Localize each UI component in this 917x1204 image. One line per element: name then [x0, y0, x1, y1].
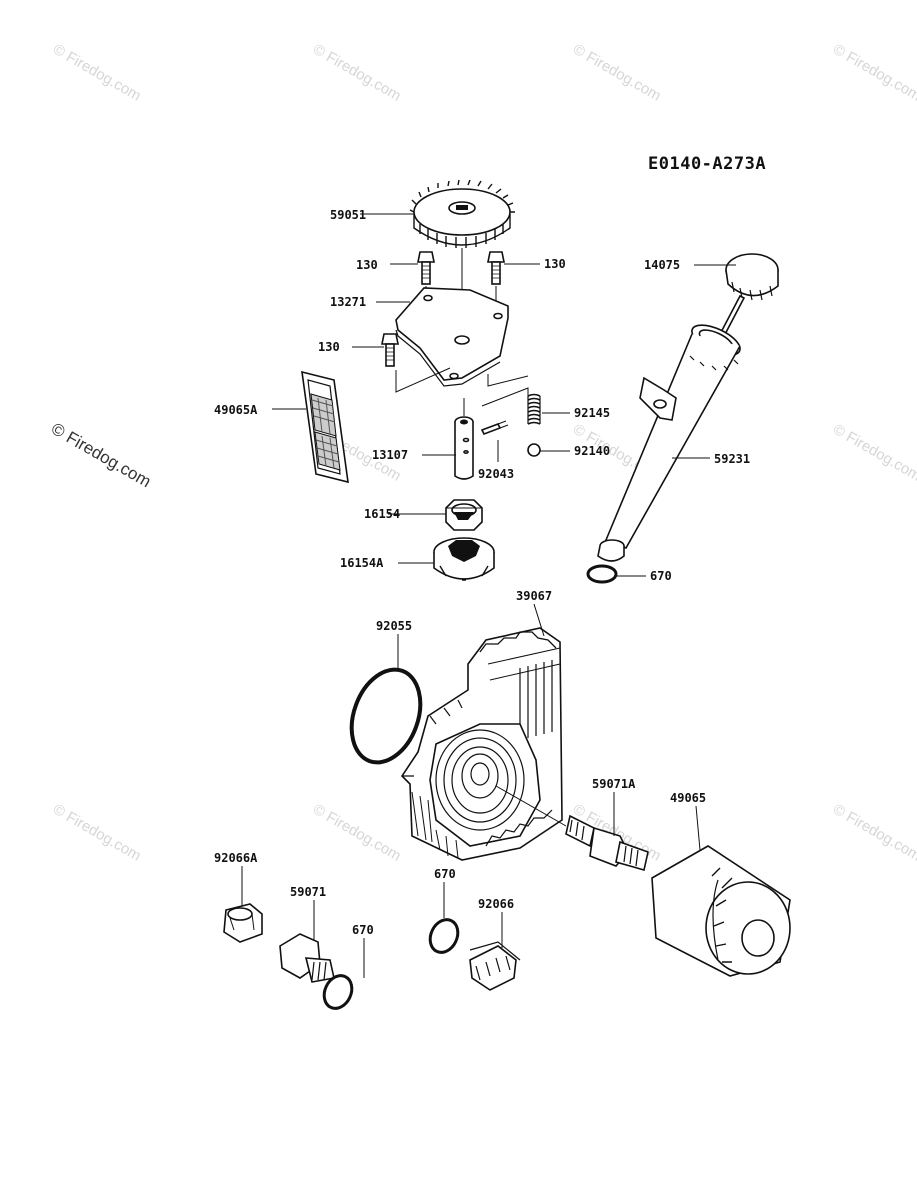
nipple-59071A — [565, 814, 649, 872]
housing-39067 — [400, 627, 567, 861]
label-16154: 16154 — [364, 507, 400, 521]
label-39067: 39067 — [516, 589, 552, 603]
tube-59231 — [597, 324, 741, 562]
watermark-text: © Firedog.com — [50, 801, 144, 865]
part-labels: 59051 130 130 13271 130 49065A 13107 920… — [214, 208, 750, 937]
oil-filter-49065 — [651, 805, 791, 977]
leader-lines — [241, 213, 736, 978]
label-59071A: 59071A — [592, 777, 636, 791]
label-92066: 92066 — [478, 897, 514, 911]
guide-line — [487, 374, 529, 387]
oring-670-mid — [428, 918, 460, 954]
oring-670-top — [586, 564, 618, 584]
watermark-text: © Firedog.com — [50, 41, 144, 105]
label-670-top: 670 — [650, 569, 672, 583]
label-14075: 14075 — [644, 258, 680, 272]
label-92043: 92043 — [478, 467, 514, 481]
oring-670-left — [322, 974, 354, 1010]
plug-59071 — [279, 933, 335, 983]
rotor-16154 — [445, 499, 483, 531]
pin-92043 — [480, 420, 509, 436]
guide-line — [481, 387, 529, 407]
label-92066A: 92066A — [214, 851, 258, 865]
dipstick-14075 — [716, 253, 779, 342]
label-59051: 59051 — [330, 208, 366, 222]
label-130-right: 130 — [544, 257, 566, 271]
label-16154A: 16154A — [340, 556, 384, 570]
label-670-left: 670 — [352, 923, 374, 937]
label-49065A: 49065A — [214, 403, 258, 417]
watermark-text: © Firedog.com — [570, 41, 664, 105]
label-59231: 59231 — [714, 452, 750, 466]
drawing-code: E0140-A273A — [648, 154, 767, 174]
watermark-text: © Firedog.com — [830, 421, 917, 485]
watermark-text: © Firedog.com — [830, 801, 917, 865]
bolt-130-left — [417, 251, 435, 296]
bolt-130-lower — [381, 333, 451, 393]
label-92145: 92145 — [574, 406, 610, 420]
gear-59051 — [409, 179, 515, 248]
label-130-lower: 130 — [318, 340, 340, 354]
shaft-13107 — [454, 398, 474, 480]
label-13107: 13107 — [372, 448, 408, 462]
watermark-text: © Firedog.com — [310, 41, 404, 105]
label-130-left: 130 — [356, 258, 378, 272]
ball-92140 — [527, 443, 541, 457]
watermark-text: © Firedog.com — [310, 801, 404, 865]
spring-92145 — [527, 393, 541, 425]
plug-92066A — [223, 903, 263, 943]
oring-92055 — [349, 667, 423, 765]
screen-49065A — [301, 370, 349, 484]
label-49065: 49065 — [670, 791, 706, 805]
plate-13271 — [395, 287, 509, 387]
label-92140: 92140 — [574, 444, 610, 458]
label-59071: 59071 — [290, 885, 326, 899]
outer-rotor-16154A — [433, 537, 495, 581]
plug-92066 — [469, 941, 521, 991]
label-13271: 13271 — [330, 295, 366, 309]
label-670-mid: 670 — [434, 867, 456, 881]
watermark-text: © Firedog.com — [830, 41, 917, 105]
watermark-text-dark: © Firedog.com — [48, 419, 154, 491]
label-92055: 92055 — [376, 619, 412, 633]
bolt-130-right — [487, 251, 505, 304]
